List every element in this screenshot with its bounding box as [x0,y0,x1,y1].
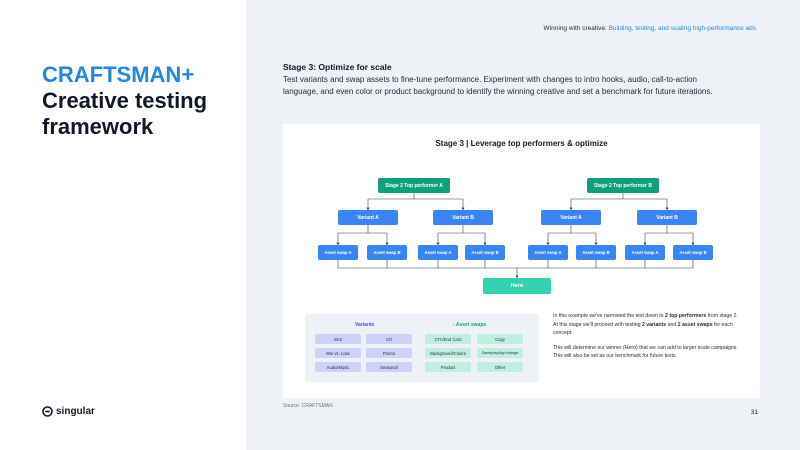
asset-chip-cta: CTA/End Card [425,334,471,344]
left-panel: CRAFTSMAN+ Creative testing framework si… [0,0,246,450]
tree-connectors [336,193,695,278]
arrow-swap-right-1 [483,242,487,245]
legend-box: Variants - Asset swaps Intro VO Win vs. … [305,314,539,382]
explanation-paragraph-2: This will determine our winner (Hero) th… [553,344,738,360]
explanation-paragraph-1: In this example we've narrowed the test … [553,313,738,336]
arrow-variant-right-1 [665,207,669,210]
top-performer-b: Stage 2 Top performer B [587,178,659,193]
page-number: 31 [750,409,758,416]
source-note: Source: CRAFTSMAN [283,403,333,409]
brand-name: CRAFTSMAN+ [42,62,195,87]
variant-chip-intro: Intro [315,334,361,344]
arrow-swap-right-3 [691,242,695,245]
top-performer-a: Stage 2 Top performer A [378,178,450,193]
header-accent: Building, testing, and scaling high-perf… [608,25,756,32]
arrow-swap-left-2 [546,242,550,245]
arrow-swap-right-2 [594,242,598,245]
asset-swap-1: Asset swap A [318,245,358,260]
page-title: Creative testing framework [42,88,208,139]
arrow-swap-right-0 [385,242,389,245]
asset-chip-other: Other [477,362,523,372]
arrow-swap-left-3 [643,242,647,245]
header-caption: Winning with creative: Building, testing… [544,25,756,32]
asset-swap-3: Asset swap A [418,245,458,260]
header-prefix: Winning with creative: [543,25,609,32]
arrow-hero [515,275,519,278]
singular-logo: singular [42,406,95,417]
arrow-variant-right-0 [461,207,465,210]
variant-chip-vo: VO [366,334,412,344]
variant-chip-promo: Promo [366,348,412,358]
variant-b-1: Variant B [433,210,493,225]
legend-variants-heading: Variants [355,322,375,328]
diagram-card: Stage 3 | Leverage top performers & opti… [283,124,760,398]
singular-logo-icon [42,406,53,417]
arrow-variant-left-1 [569,207,573,210]
stage-description: Test variants and swap assets to fine-tu… [283,75,713,96]
asset-swap-4: Asset swap B [465,245,505,260]
asset-chip-product: Product [425,362,471,372]
legend-assets-heading: - Asset swaps [453,322,487,328]
variant-chip-seasonal: Seasonal [366,362,412,372]
asset-chip-gameplay: Gameplay/App footage [477,348,523,358]
arrow-variant-left-0 [366,207,370,210]
arrow-swap-left-0 [336,242,340,245]
stage-title: Stage 3: Optimize for scale [283,62,392,72]
asset-swap-7: Asset swap A [625,245,665,260]
diagram-title: Stage 3 | Leverage top performers & opti… [435,139,608,148]
asset-chip-background: Background/Colors [425,348,471,358]
variant-a-2: Variant A [541,210,601,225]
arrow-swap-left-1 [436,242,440,245]
asset-swap-5: Asset swap A [528,245,568,260]
asset-swap-2: Asset swap B [367,245,407,260]
variant-a-1: Variant A [338,210,398,225]
asset-swap-6: Asset swap B [576,245,616,260]
variant-chip-audio: Audio/Music [315,362,361,372]
logo-text: singular [56,406,95,417]
variant-chip-win-lose: Win vs. Lose [315,348,361,358]
explanation-text: In this example we've narrowed the test … [553,312,743,361]
asset-swap-8: Asset swap B [673,245,713,260]
variant-b-2: Variant B [637,210,697,225]
asset-chip-copy: Copy [477,334,523,344]
hero-node: Hero [483,278,551,294]
